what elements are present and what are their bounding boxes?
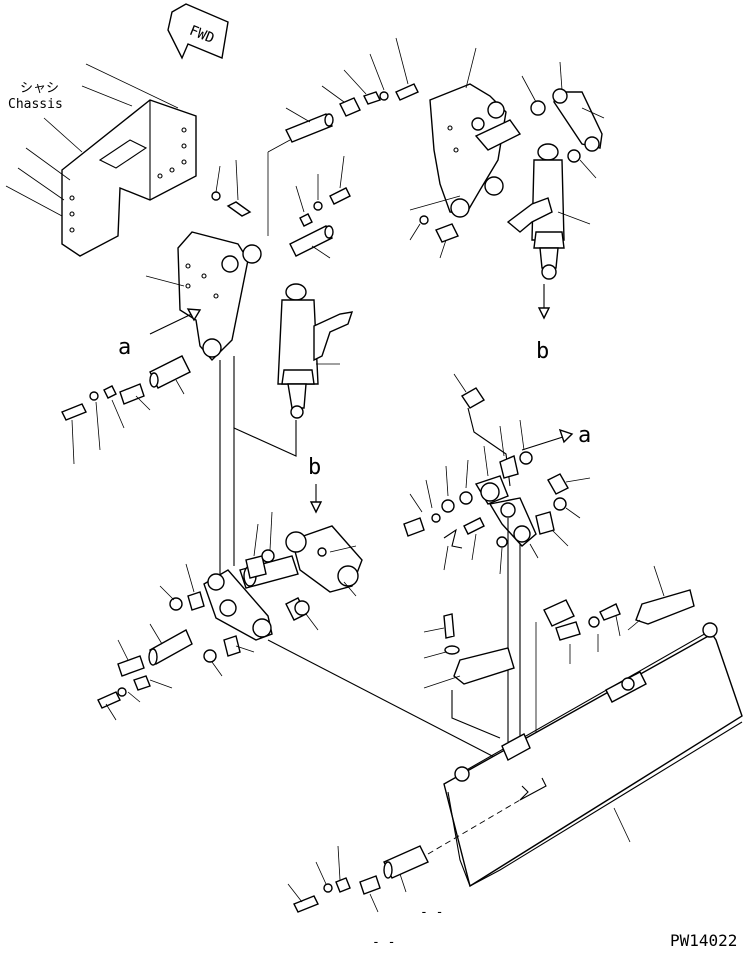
chassis-leader-lines (5, 63, 179, 217)
dozer-blade (443, 622, 743, 888)
view-b-arrow-left: b (308, 455, 323, 514)
bolt-stack-top-left (321, 37, 419, 117)
upper-pin-left (285, 107, 334, 143)
lift-cylinder-right: b (506, 143, 591, 364)
blank-mark-2: - - (372, 935, 395, 950)
view-a-label-left: a (118, 335, 131, 360)
blade-pin-right (535, 599, 621, 732)
right-arm-pins (403, 419, 591, 742)
chassis-label-jp: シャシ (20, 81, 59, 96)
view-a-arrow-right: a (521, 423, 591, 451)
bracket-bolt (211, 159, 252, 217)
chassis-frame (61, 99, 197, 257)
right-bracket-bolts (409, 195, 461, 259)
blade-bolt-and-plate (423, 613, 515, 739)
figure-code: PW14022 (670, 931, 737, 950)
mid-pin-left (289, 155, 351, 259)
fwd-arrow: FWD (167, 3, 229, 60)
view-a-label-right: a (578, 423, 591, 448)
blade-pin-lower (287, 799, 521, 913)
view-a-arrow-left: a (118, 308, 202, 360)
left-lift-bracket (145, 231, 262, 362)
blank-mark-1: - - (420, 905, 443, 920)
view-b-label-right: b (536, 339, 549, 364)
pin-bolt-group-left (61, 355, 191, 465)
lift-cylinder-left (277, 283, 354, 419)
blade-cutting-edge-piece (627, 565, 695, 631)
left-push-arm (203, 356, 273, 641)
right-arm-links (521, 61, 605, 179)
right-lift-bracket (429, 47, 522, 218)
chassis-label-en: Chassis (8, 97, 63, 112)
arm-pins-left (159, 511, 363, 677)
view-b-label-left: b (308, 455, 321, 480)
pin-bolt-group-lower-left (97, 623, 193, 721)
